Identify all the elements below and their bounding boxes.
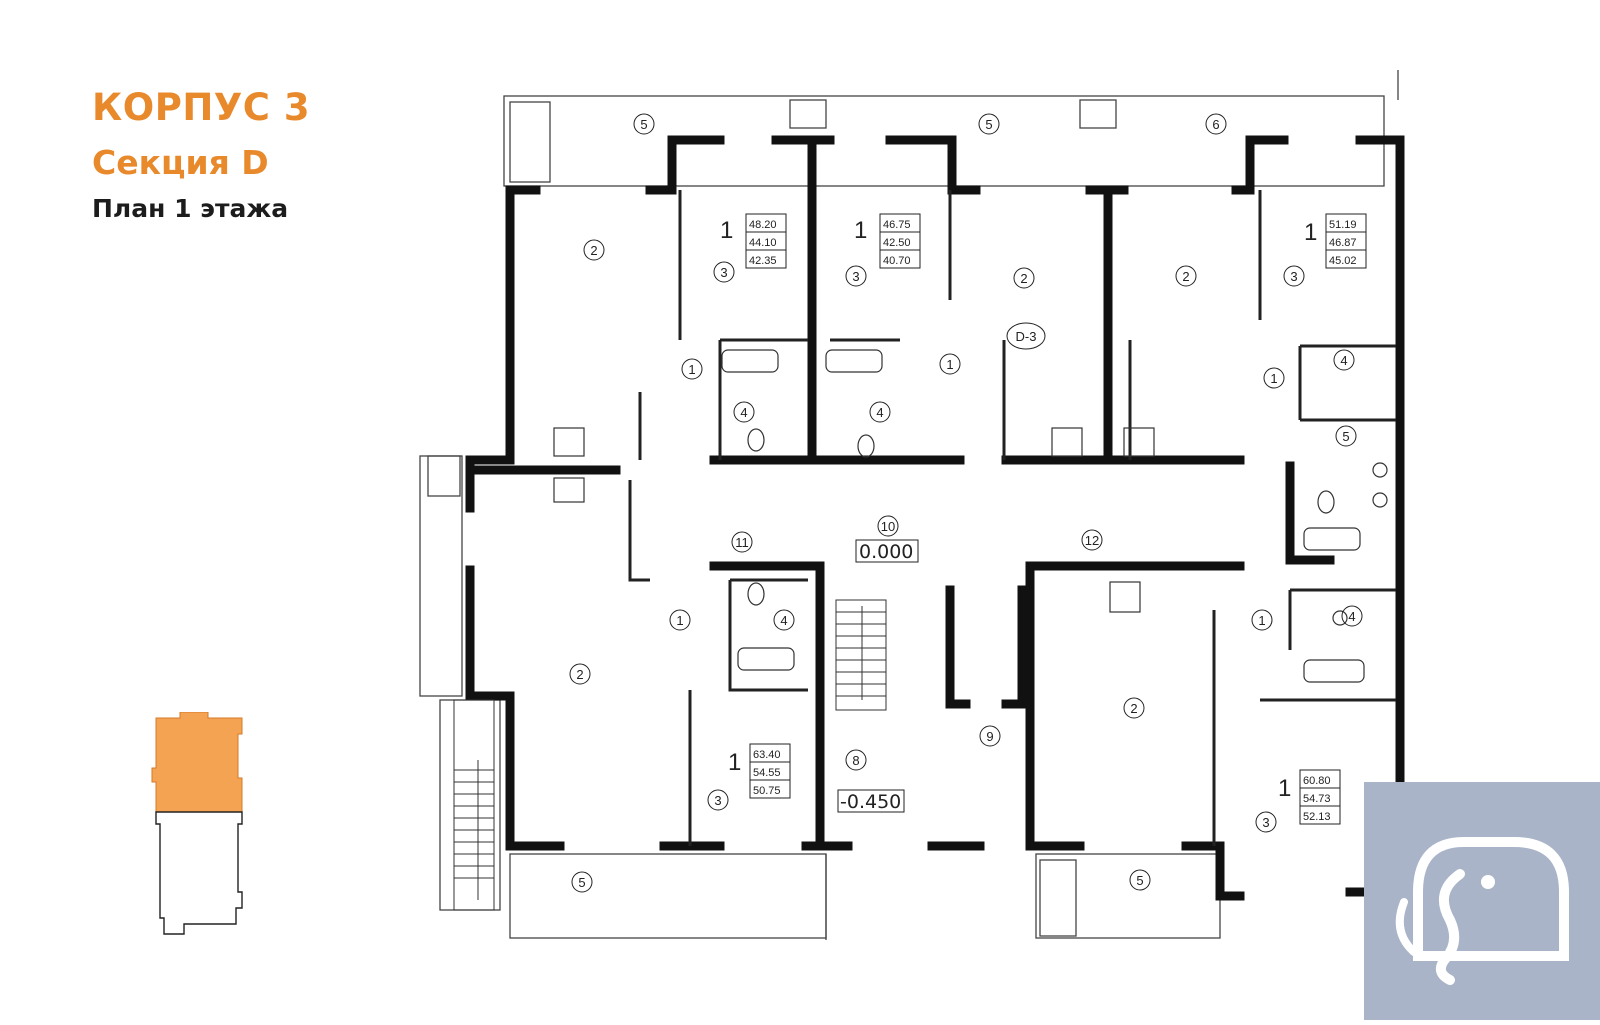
svg-text:4: 4 [1340,353,1347,368]
section-title: Секция D [92,143,269,182]
svg-text:3: 3 [720,265,727,280]
svg-text:-0.450: -0.450 [840,791,901,813]
svg-text:42.50: 42.50 [883,237,911,249]
logo-badge [1364,782,1600,1020]
svg-text:4: 4 [740,405,747,420]
svg-text:2: 2 [576,667,583,682]
apartment-tag-4: 1 63.40 54.55 50.75 [728,743,791,799]
svg-text:8: 8 [852,753,859,768]
svg-text:51.19: 51.19 [1329,219,1357,231]
floor-plan-title: План 1 этажа [92,194,289,223]
svg-text:48.20: 48.20 [749,219,777,231]
svg-text:60.80: 60.80 [1303,775,1331,787]
svg-text:4: 4 [876,405,883,420]
svg-text:50.75: 50.75 [753,785,781,797]
svg-text:54.55: 54.55 [753,767,781,779]
stairs [453,599,887,911]
svg-text:3: 3 [852,269,859,284]
svg-text:1: 1 [854,217,867,244]
svg-text:2: 2 [590,243,597,258]
svg-text:1: 1 [688,362,695,377]
svg-text:54.73: 54.73 [1303,793,1331,805]
building-title: КОРПУС 3 [92,86,311,129]
svg-text:5: 5 [640,117,647,132]
svg-text:46.87: 46.87 [1329,237,1357,249]
room-labels [569,113,1363,893]
room-label-texts: 5 5 6 2 3 1 4 3 1 4 2 2 3 1 4 5 11 10 12… [576,117,1355,890]
svg-text:40.70: 40.70 [883,255,911,267]
elephant-logo-icon [1395,837,1569,985]
apartment-tag-5: 1 60.80 54.73 52.13 [1278,769,1341,825]
svg-text:1: 1 [1304,219,1317,246]
level-mark-entrance: -0.450 [837,789,905,813]
svg-text:3: 3 [1290,269,1297,284]
level-mark-floor: 0.000 [855,539,919,563]
key-plan-other-section [155,811,243,935]
svg-text:46.75: 46.75 [883,219,911,231]
svg-text:2: 2 [1020,271,1027,286]
apartment-tag-3: 1 51.19 46.87 45.02 [1304,213,1367,269]
svg-text:5: 5 [1342,429,1349,444]
svg-text:11: 11 [735,535,749,550]
svg-text:42.35: 42.35 [749,255,777,267]
svg-text:12: 12 [1085,533,1099,548]
key-plan [151,712,243,935]
svg-text:1: 1 [728,749,741,776]
apartment-tag-1: 1 48.20 44.10 42.35 [720,213,787,269]
svg-text:3: 3 [714,793,721,808]
fixtures [553,349,1388,683]
svg-text:63.40: 63.40 [753,749,781,761]
svg-text:1: 1 [1278,775,1291,802]
partitions [628,190,1396,846]
svg-text:4: 4 [1348,609,1355,624]
svg-text:3: 3 [1262,815,1269,830]
svg-text:10: 10 [881,519,895,534]
svg-text:D-3: D-3 [1016,329,1037,344]
svg-text:5: 5 [1136,873,1143,888]
walls [465,135,1405,901]
apartment-tag-2: 1 46.75 42.50 40.70 [854,213,921,269]
svg-text:1: 1 [946,357,953,372]
balcony-outlines [419,70,1399,940]
svg-text:2: 2 [1182,269,1189,284]
key-plan-highlighted-section [151,712,243,813]
svg-text:9: 9 [986,729,993,744]
svg-text:1: 1 [676,613,683,628]
svg-text:1: 1 [1270,371,1277,386]
svg-text:5: 5 [985,117,992,132]
svg-text:6: 6 [1212,117,1219,132]
svg-text:1: 1 [1258,613,1265,628]
svg-text:2: 2 [1130,701,1137,716]
svg-text:45.02: 45.02 [1329,255,1357,267]
svg-text:4: 4 [780,613,787,628]
svg-text:44.10: 44.10 [749,237,777,249]
svg-text:1: 1 [720,217,733,244]
svg-text:0.000: 0.000 [859,541,913,563]
svg-text:52.13: 52.13 [1303,811,1331,823]
svg-text:5: 5 [578,875,585,890]
